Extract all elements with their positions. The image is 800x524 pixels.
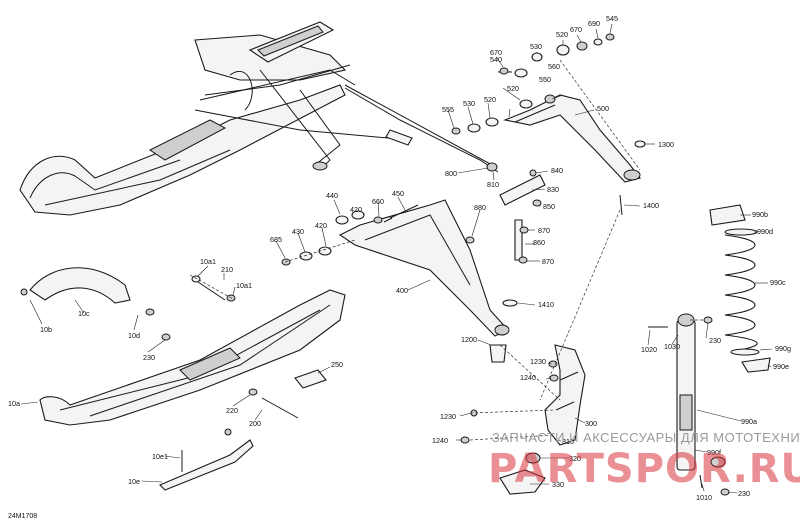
steering-arm-drawing	[499, 174, 546, 206]
callout-310: 310	[562, 437, 574, 446]
callout-990c: 990c	[770, 278, 786, 287]
callout-830: 830	[547, 185, 559, 194]
ski-loop-drawing	[29, 267, 131, 304]
alignment-lines	[189, 59, 705, 441]
callout-10b: 10b	[40, 325, 52, 334]
callout-530: 530	[463, 99, 475, 108]
callout-990a: 990a	[741, 417, 757, 426]
callout-1030: 1030	[664, 342, 680, 351]
diagram-id-label: 24M1708	[8, 513, 37, 520]
shock-absorber-drawing	[676, 313, 726, 471]
spindle-drawing	[544, 344, 586, 446]
watermark-brand: PARTSPOR.RU	[488, 446, 800, 492]
callout-320: 320	[569, 454, 581, 463]
callout-670: 670	[570, 25, 582, 34]
callout-560: 560	[548, 62, 560, 71]
bolt-210-drawing	[197, 281, 226, 301]
small-hardware-drawings	[20, 33, 758, 496]
callout-990g: 990g	[775, 344, 791, 353]
callout-440: 440	[326, 191, 338, 200]
bolt-660-drawing	[383, 217, 393, 223]
callout-990d: 990d	[757, 227, 773, 236]
callout-10a1: 10a1	[236, 281, 252, 290]
callout-880: 880	[474, 203, 486, 212]
wear-pad-250-drawing	[294, 369, 327, 389]
callout-10e: 10e	[128, 477, 140, 486]
callout-430: 430	[292, 227, 304, 236]
callout-1020: 1020	[641, 345, 657, 354]
link-860-drawing	[514, 219, 523, 261]
callout-520: 520	[556, 30, 568, 39]
callout-labels: 545 690 670 520 530 670 540 560 550 520 …	[8, 14, 791, 502]
callout-330: 330	[552, 480, 564, 489]
parts-artwork	[19, 21, 771, 496]
callout-420: 420	[350, 205, 362, 214]
watermark: ЗАПЧАСТИ И АКСЕССУАРЫ ДЛЯ МОТОТЕХНИКИ PA…	[488, 430, 800, 492]
callout-690: 690	[588, 19, 600, 28]
callout-230: 230	[738, 489, 750, 498]
callout-860: 860	[533, 238, 545, 247]
callout-1400: 1400	[643, 201, 659, 210]
watermark-caption: ЗАПЧАСТИ И АКСЕССУАРЫ ДЛЯ МОТОТЕХНИКИ	[492, 430, 800, 445]
bolt-200-drawing	[261, 397, 299, 419]
callout-210: 210	[221, 265, 233, 274]
tie-rod-end-drawing	[486, 162, 498, 172]
callout-450: 450	[392, 189, 404, 198]
callout-540: 540	[490, 55, 502, 64]
callout-1230: 1230	[440, 412, 456, 421]
callout-1200: 1200	[461, 335, 477, 344]
callout-670: 670	[490, 48, 502, 57]
ski-runner-drawing	[159, 439, 254, 491]
callout-555: 555	[442, 105, 454, 114]
assembled-suspension-drawing	[19, 21, 499, 216]
tie-rod-drawing	[344, 84, 493, 166]
bolt-1010-drawing	[699, 474, 703, 489]
callout-990b: 990b	[752, 210, 768, 219]
bolt-1400-drawing	[619, 194, 623, 216]
callout-990e: 990e	[773, 362, 789, 371]
callout-800: 800	[445, 169, 457, 178]
callout-250: 250	[331, 360, 343, 369]
callout-230: 230	[143, 353, 155, 362]
callout-230: 230	[709, 336, 721, 345]
callout-1240: 1240	[432, 436, 448, 445]
spindle-base-330-drawing	[499, 469, 546, 495]
callout-870: 870	[542, 257, 554, 266]
callout-530: 530	[530, 42, 542, 51]
callout-10d: 10d	[128, 331, 140, 340]
callout-10c: 10c	[78, 309, 90, 318]
callout-1300: 1300	[658, 140, 674, 149]
bolt-450-drawing	[389, 204, 419, 219]
callout-520: 520	[507, 84, 519, 93]
callout-220: 220	[226, 406, 238, 415]
callout-810: 810	[487, 180, 499, 189]
callout-400: 400	[396, 286, 408, 295]
ski-drawing	[39, 289, 346, 426]
callout-200: 200	[249, 419, 261, 428]
callout-685: 685	[270, 235, 282, 244]
callout-1010: 1010	[696, 493, 712, 502]
callout-1230: 1230	[530, 357, 546, 366]
callout-840: 840	[551, 166, 563, 175]
lower-a-arm-drawing	[338, 199, 510, 337]
callout-300: 300	[585, 419, 597, 428]
callout-10e1: 10e1	[152, 452, 168, 461]
callout-550: 550	[539, 75, 551, 84]
ball-joint-drawing	[489, 344, 507, 363]
callout-10a1: 10a1	[200, 257, 216, 266]
callout-660: 660	[372, 197, 384, 206]
callout-520: 520	[484, 95, 496, 104]
callout-545: 545	[606, 14, 618, 23]
callout-870: 870	[538, 226, 550, 235]
callout-1410: 1410	[538, 300, 554, 309]
callout-990f: 990f	[707, 448, 721, 457]
callout-10a: 10a	[8, 399, 20, 408]
callout-500: 500	[597, 104, 609, 113]
callout-850: 850	[543, 202, 555, 211]
coil-spring-drawing	[709, 204, 771, 373]
callout-420: 420	[315, 221, 327, 230]
callout-1240: 1240	[520, 373, 536, 382]
callout-leaders	[20, 23, 773, 494]
